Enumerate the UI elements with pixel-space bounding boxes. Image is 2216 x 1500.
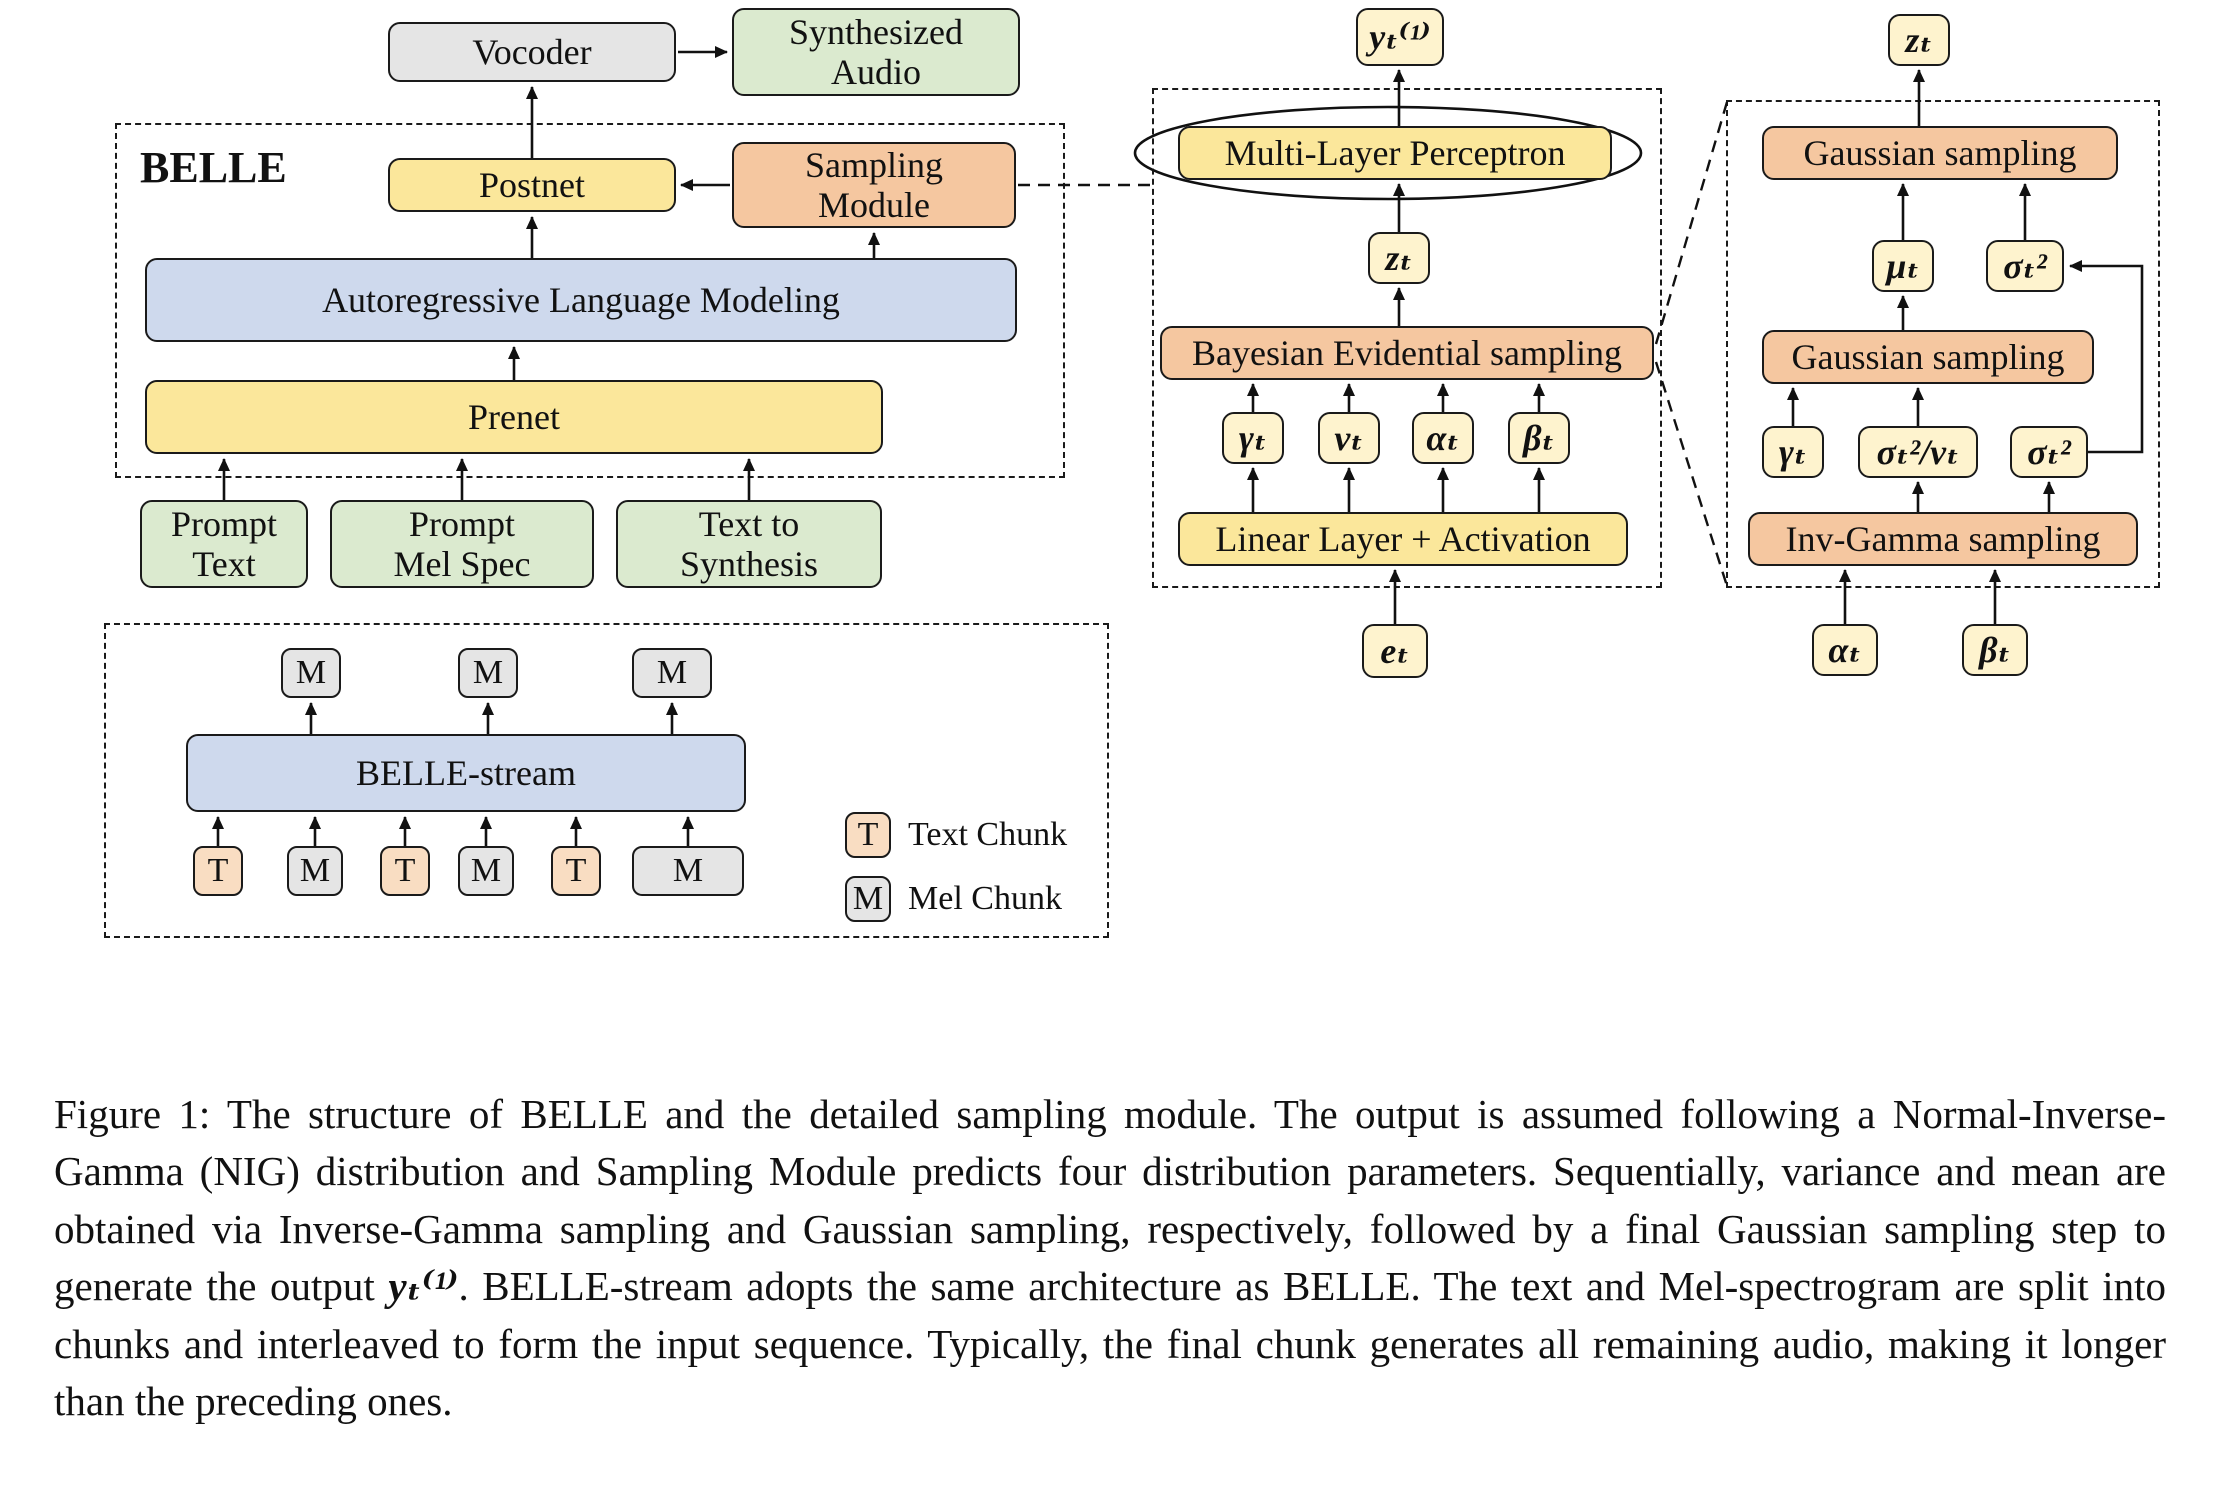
legend-mel-chunk-box: M <box>845 876 891 922</box>
bes-detail-arrows <box>1787 69 2144 624</box>
gaussian-sampling-top-box: Gaussian sampling <box>1762 126 2118 180</box>
synthesized-audio-box: Synthesized Audio <box>732 8 1020 96</box>
text-chunk-3: T <box>551 846 601 896</box>
legend-text-chunk-label: Text Chunk <box>908 816 1068 853</box>
belle-dashed-container <box>115 123 1065 478</box>
mu-box: μₜ <box>1872 240 1934 292</box>
bes-connector-top <box>1654 101 1729 345</box>
autoregressive-language-modeling-box: Autoregressive Language Modeling <box>145 258 1017 342</box>
sampling-arrows <box>1133 69 1643 624</box>
beta-detail-box: βₜ <box>1962 624 2028 676</box>
zoom-connectors <box>1018 101 1729 587</box>
belle-stream-box: BELLE-stream <box>186 734 746 812</box>
vocoder-box: Vocoder <box>388 22 676 82</box>
prompt-text-box: Prompt Text <box>140 500 308 588</box>
mel-chunk-2: M <box>458 846 514 896</box>
sigma-sq-over-nu-box: σₜ²/νₜ <box>1858 426 1978 478</box>
postnet-box: Postnet <box>388 158 676 212</box>
mel-chunk-output-1: M <box>281 648 341 698</box>
multi-layer-perceptron-box: Multi-Layer Perceptron <box>1178 126 1612 180</box>
sigma-sq-top-box: σₜ² <box>1986 240 2064 292</box>
belle-arrows <box>218 46 880 500</box>
belle-title: BELLE <box>140 143 287 192</box>
text-to-synthesis-box: Text to Synthesis <box>616 500 882 588</box>
caption-text-after: . BELLE-stream adopts the same architect… <box>54 1263 2166 1424</box>
belle-stream-dashed-container <box>104 623 1109 938</box>
text-chunk-1: T <box>193 846 243 896</box>
sampling-module-dashed-container <box>1152 88 1662 588</box>
mel-chunk-output-3: M <box>632 648 712 698</box>
sampling-module-box: Sampling Module <box>732 142 1016 228</box>
prenet-box: Prenet <box>145 380 883 454</box>
e-input-box: eₜ <box>1362 624 1428 678</box>
alpha-detail-box: αₜ <box>1812 624 1878 676</box>
gaussian-sampling-mid-box: Gaussian sampling <box>1762 330 2094 384</box>
alpha-param-box: αₜ <box>1412 412 1474 464</box>
inv-gamma-sampling-box: Inv-Gamma sampling <box>1748 512 2138 566</box>
bes-detail-dashed-container <box>1726 100 2160 588</box>
bayesian-evidential-sampling-box: Bayesian Evidential sampling <box>1160 326 1654 380</box>
beta-param-box: βₜ <box>1508 412 1570 464</box>
figure-caption: Figure 1: The structure of BELLE and the… <box>54 1086 2166 1430</box>
mel-chunk-output-2: M <box>458 648 518 698</box>
y-output-symbol: yₜ⁽¹⁾ <box>388 1263 459 1310</box>
z-output-box: zₜ <box>1888 14 1950 66</box>
gamma-detail-box: γₜ <box>1762 426 1824 478</box>
z-mid-box: zₜ <box>1368 232 1430 284</box>
mel-chunk-3-long: M <box>632 846 744 896</box>
mlp-loop-ellipse <box>1133 105 1643 201</box>
prompt-mel-spec-box: Prompt Mel Spec <box>330 500 594 588</box>
text-chunk-2: T <box>380 846 430 896</box>
stream-arrows <box>212 702 694 846</box>
gamma-param-box: γₜ <box>1222 412 1284 464</box>
sigma-sq-bottom-box: σₜ² <box>2010 426 2088 478</box>
nu-param-box: νₜ <box>1318 412 1380 464</box>
sigma-feedback-line <box>2069 260 2144 454</box>
y-output-box: yₜ⁽¹⁾ <box>1356 8 1444 66</box>
legend-text-chunk-box: T <box>845 812 891 858</box>
caption-text-before: Figure 1: The structure of BELLE and the… <box>54 1091 2166 1310</box>
linear-layer-activation-box: Linear Layer + Activation <box>1178 512 1628 566</box>
mel-chunk-1: M <box>287 846 343 896</box>
legend-mel-chunk-label: Mel Chunk <box>908 880 1062 917</box>
bes-connector-bottom <box>1654 361 1729 587</box>
